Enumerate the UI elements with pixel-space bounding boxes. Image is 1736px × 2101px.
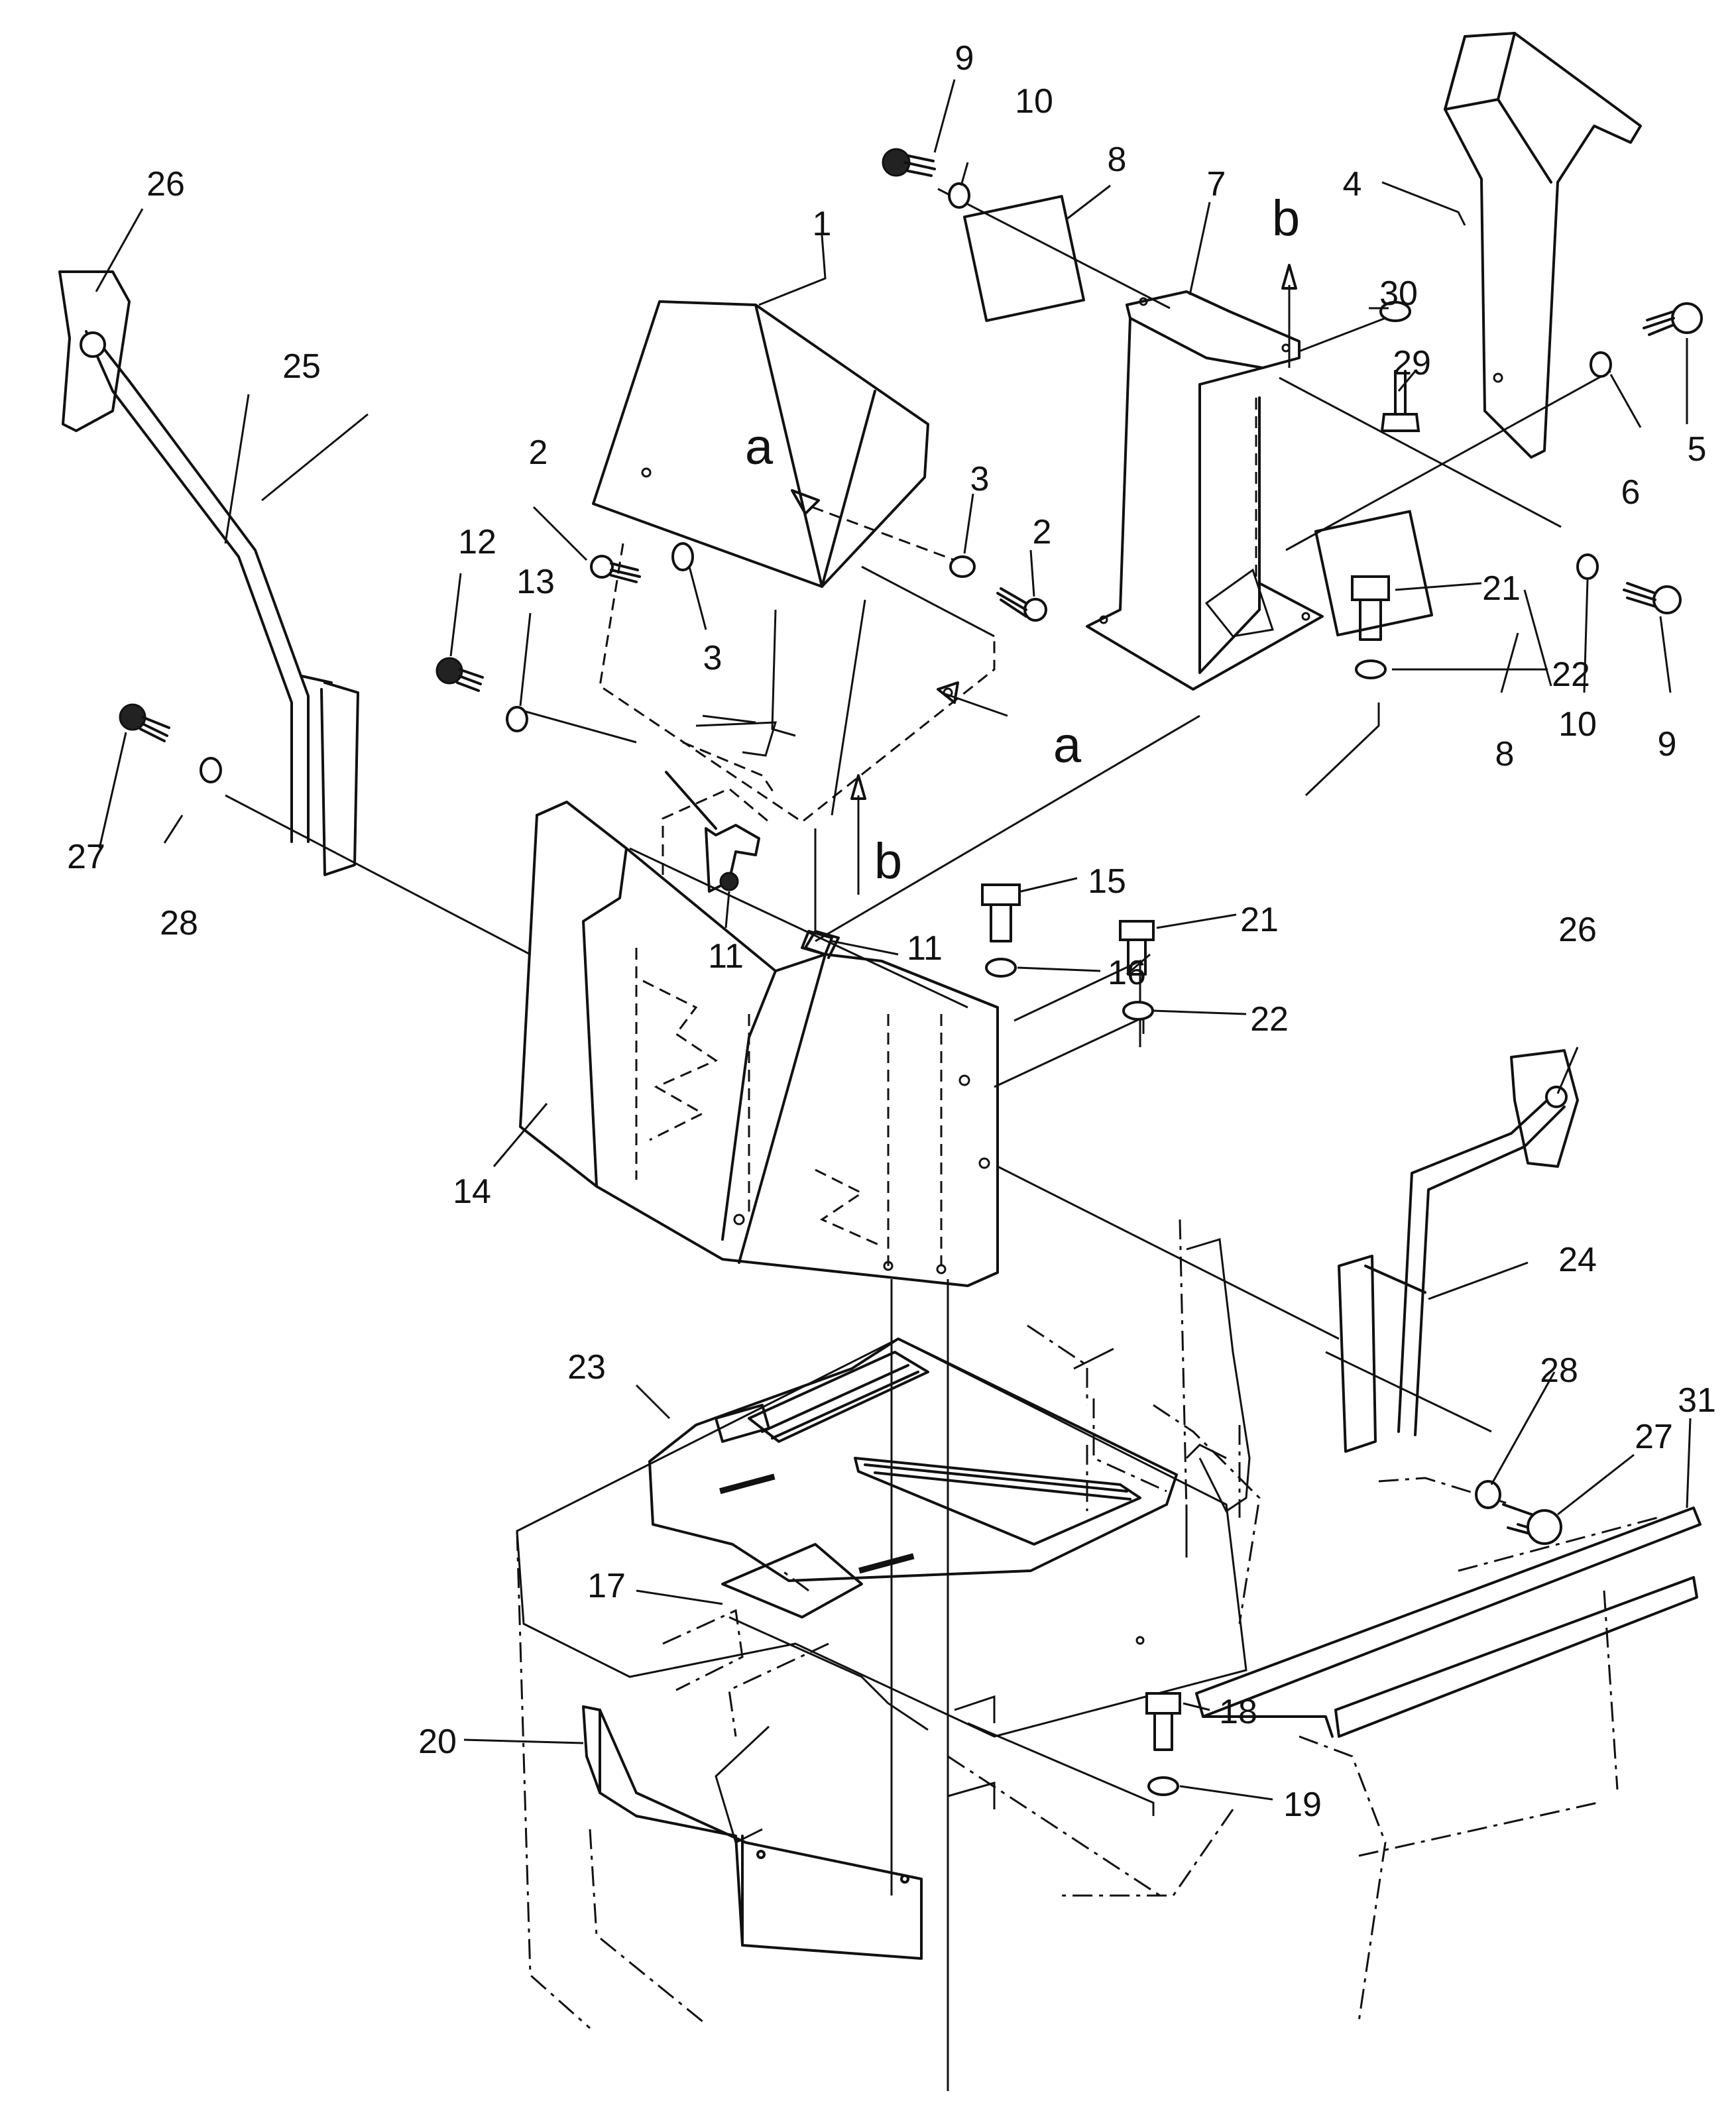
callout-10-upper: 10 xyxy=(1015,82,1053,121)
callout-leaders xyxy=(95,79,1692,1801)
part-13-washer xyxy=(506,706,528,732)
callout-31: 31 xyxy=(1678,1381,1716,1420)
ref-b-lower: b xyxy=(874,833,902,889)
part-10-washer-lower xyxy=(1576,553,1599,580)
callout-27-right: 27 xyxy=(1635,1418,1673,1456)
callout-30: 30 xyxy=(1379,274,1418,313)
part-25-mirror-left xyxy=(58,270,359,876)
callout-22-middle: 22 xyxy=(1250,1000,1289,1039)
callout-24: 24 xyxy=(1558,1241,1597,1279)
part-6-washer xyxy=(1590,351,1612,378)
part-8-plate-upper xyxy=(963,195,1085,322)
callout-23: 23 xyxy=(567,1348,606,1387)
part-4-bracket xyxy=(1444,32,1642,459)
callout-27-left: 27 xyxy=(67,838,105,876)
callout-labels: 1 2 2 3 3 4 5 6 7 8 8 9 9 10 10 11 11 12… xyxy=(67,39,1716,1824)
part-30-washer xyxy=(1379,301,1411,322)
part-28-washer-right xyxy=(1475,1480,1501,1509)
callout-1: 1 xyxy=(813,205,832,243)
assembly-lines xyxy=(225,188,1611,2091)
callout-10-lower: 10 xyxy=(1558,705,1597,744)
callout-5: 5 xyxy=(1688,430,1707,469)
callout-28-left: 28 xyxy=(160,904,198,942)
part-31-rail xyxy=(1195,1506,1702,1738)
part-19-washer xyxy=(1147,1776,1179,1796)
ref-a-lower: a xyxy=(1053,717,1082,773)
callout-17: 17 xyxy=(587,1567,626,1605)
part-27-bolt-left xyxy=(119,703,170,742)
part-12-bolt xyxy=(435,657,484,692)
part-9-screw-lower xyxy=(1623,582,1682,614)
part-21-bolt-upper xyxy=(1351,575,1390,641)
part-20-lower-panel xyxy=(582,1705,923,1960)
callout-26-right: 26 xyxy=(1558,911,1597,949)
part-24-mirror-right xyxy=(1338,1049,1579,1453)
callout-18: 18 xyxy=(1219,1693,1257,1731)
part-28-washer-left xyxy=(200,757,222,783)
part-22-washer-middle xyxy=(1122,1001,1154,1021)
part-18-bolt xyxy=(1145,1692,1181,1751)
ref-a-upper: a xyxy=(745,419,774,475)
reference-letters: a a b b xyxy=(745,190,1300,889)
callout-26-left: 26 xyxy=(146,165,185,203)
callout-21-upper: 21 xyxy=(1482,569,1521,608)
callout-21-middle: 21 xyxy=(1240,901,1279,939)
callout-19: 19 xyxy=(1283,1786,1322,1824)
callout-9-lower: 9 xyxy=(1658,725,1677,764)
part-11-clip-right xyxy=(801,930,833,956)
part-11-clip-left xyxy=(665,771,760,893)
part-14-front-cover xyxy=(519,787,999,1287)
part-29-bolt xyxy=(1380,370,1420,432)
part-2-screw-left xyxy=(590,555,641,583)
callout-29: 29 xyxy=(1393,344,1431,382)
callout-28-right: 28 xyxy=(1540,1351,1578,1390)
part-5-screw xyxy=(1643,302,1703,336)
callout-20: 20 xyxy=(418,1723,457,1761)
part-7-support-column xyxy=(1086,290,1324,691)
callout-15: 15 xyxy=(1088,862,1126,901)
callout-3-right: 3 xyxy=(970,460,990,498)
callout-11-right: 11 xyxy=(907,929,943,968)
part-3-washer-left xyxy=(671,542,694,571)
callout-11-left: 11 xyxy=(708,937,744,976)
part-1-upper-cover xyxy=(592,300,996,823)
hardware xyxy=(119,148,1703,1796)
part-17-floor-plate xyxy=(516,1337,1247,1738)
callout-14: 14 xyxy=(453,1172,491,1211)
callout-9-upper: 9 xyxy=(955,39,974,78)
part-22-washer-upper xyxy=(1355,659,1387,679)
callout-22-upper: 22 xyxy=(1552,655,1590,694)
reference-arrows xyxy=(791,264,1297,895)
part-2-screw-right xyxy=(996,587,1047,622)
part-15-bolt xyxy=(981,883,1021,942)
part-21-bolt-middle xyxy=(1119,920,1155,976)
part-16-washer xyxy=(985,958,1017,978)
callout-13: 13 xyxy=(516,563,555,601)
part-8-plate-lower xyxy=(1314,510,1434,637)
part-27-bolt-right xyxy=(1502,1503,1562,1545)
callout-8-lower: 8 xyxy=(1495,735,1515,773)
callout-4: 4 xyxy=(1343,165,1362,203)
part-3-washer-right xyxy=(949,555,976,578)
callout-7: 7 xyxy=(1207,165,1226,203)
callout-2-left: 2 xyxy=(529,433,548,472)
callout-16: 16 xyxy=(1108,954,1146,992)
part-9-screw-upper xyxy=(882,148,936,177)
callout-12: 12 xyxy=(458,523,496,561)
callout-2-right: 2 xyxy=(1033,513,1052,551)
callout-3-left: 3 xyxy=(703,639,723,677)
callout-25: 25 xyxy=(282,347,321,386)
callout-6: 6 xyxy=(1621,473,1641,512)
ref-b-upper: b xyxy=(1272,190,1300,247)
part-10-washer-upper xyxy=(948,182,970,209)
callout-8-upper: 8 xyxy=(1108,141,1127,179)
frame-phantom-lines xyxy=(516,1219,1658,2029)
